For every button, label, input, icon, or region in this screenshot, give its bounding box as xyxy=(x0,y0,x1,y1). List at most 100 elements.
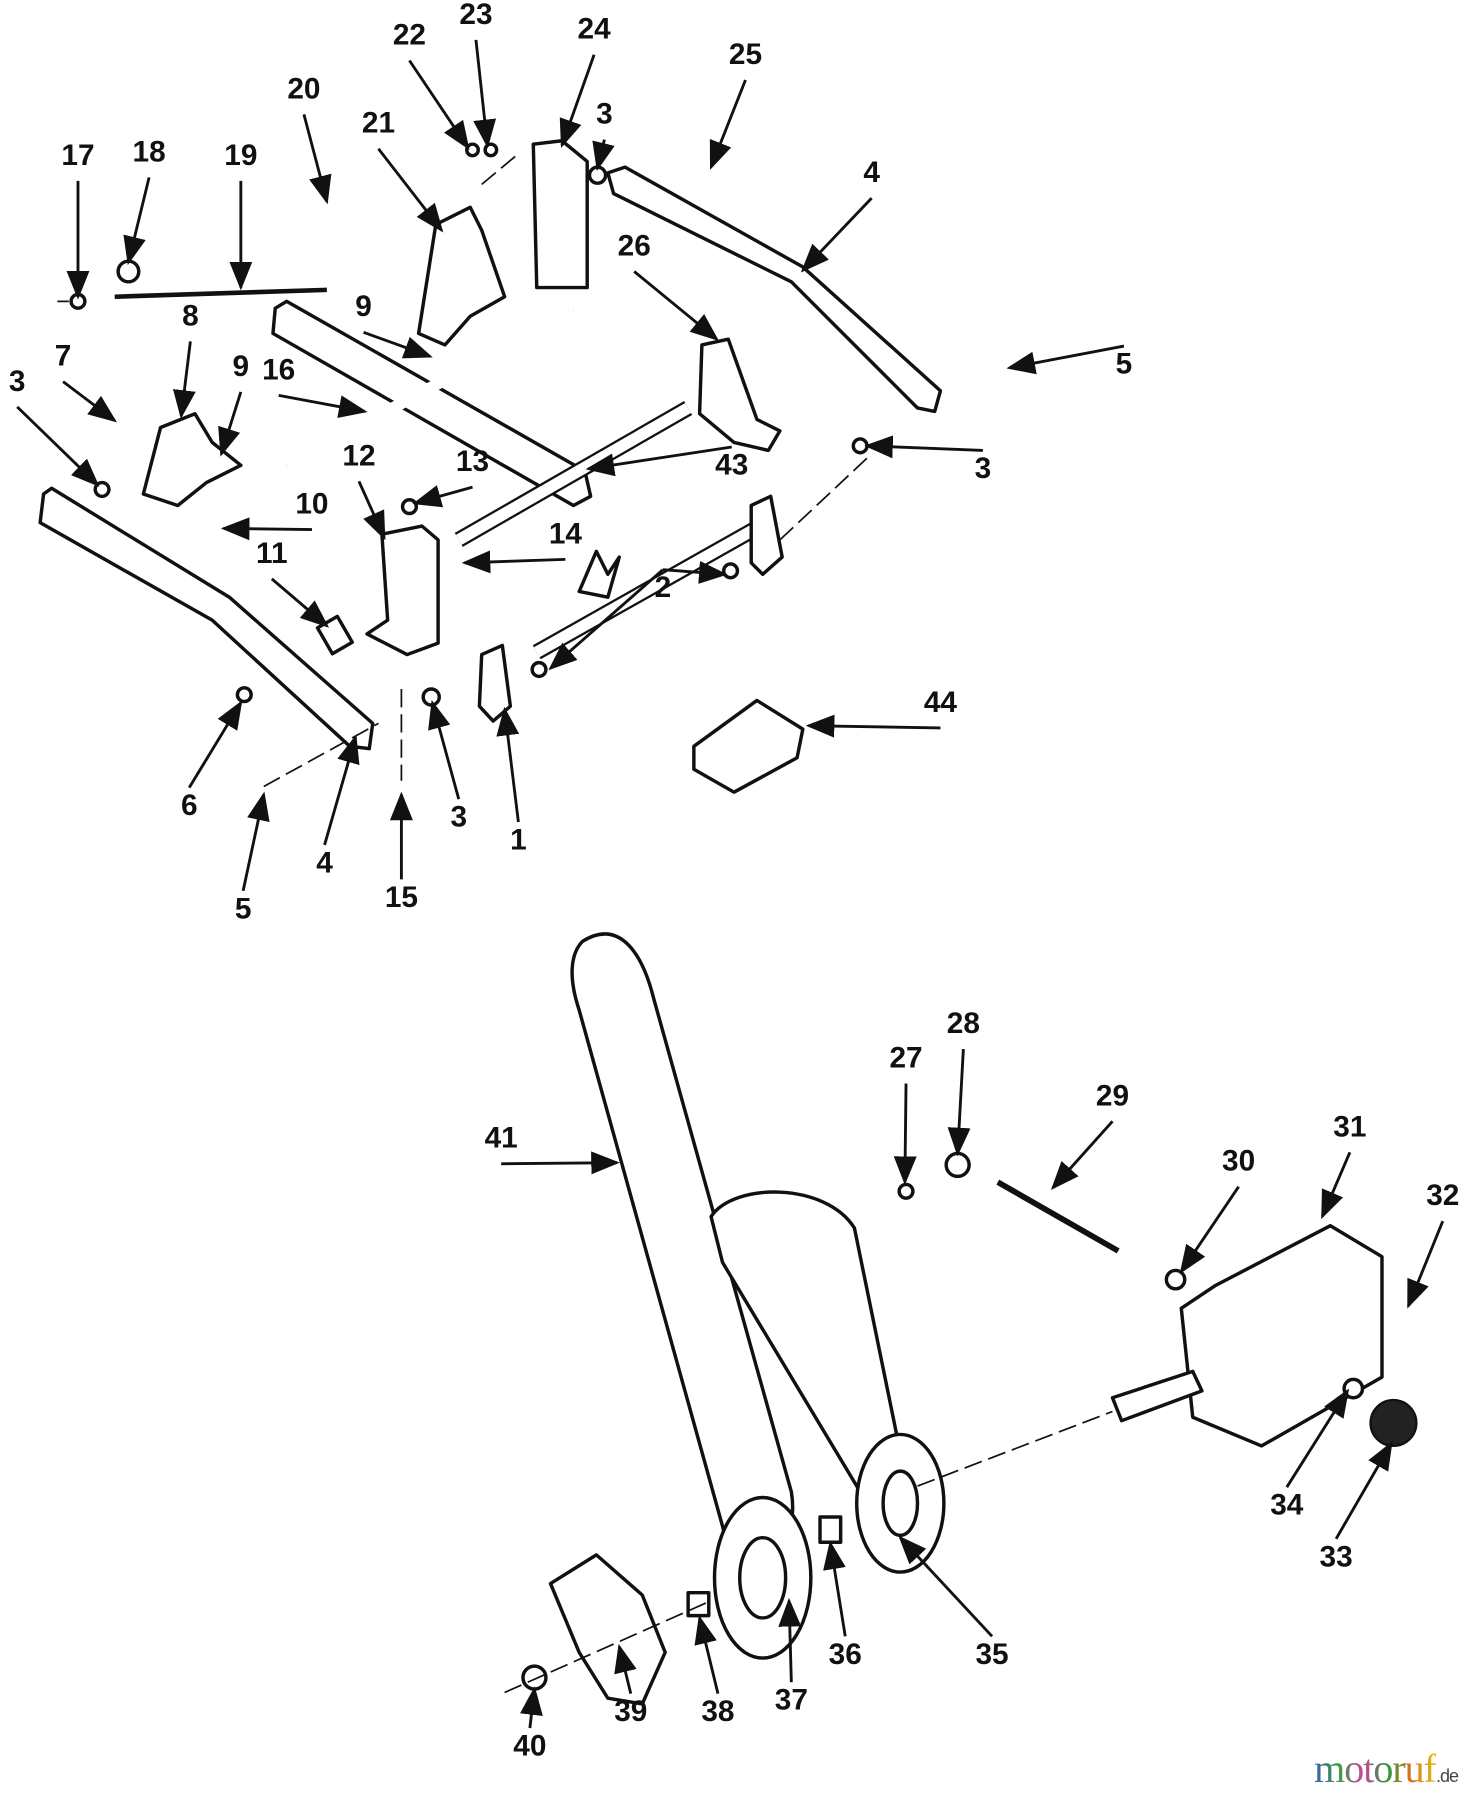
bracket-8 xyxy=(141,412,243,508)
leader-arrow xyxy=(218,391,243,457)
callout-12: 12 xyxy=(342,439,375,472)
callout-11: 11 xyxy=(256,537,288,570)
leader-arrow xyxy=(585,445,732,477)
callout-21: 21 xyxy=(362,107,395,140)
plate-end xyxy=(749,494,784,577)
watermark-tld: .de xyxy=(1435,1766,1459,1786)
leader-arrow xyxy=(520,1686,543,1729)
leader-arrow xyxy=(1050,1120,1114,1191)
leader-arrow xyxy=(357,480,386,541)
callout-33: 33 xyxy=(1320,1540,1353,1573)
bracket-44 xyxy=(692,698,805,794)
callout-23: 23 xyxy=(459,0,492,31)
leader-arrow xyxy=(614,1643,637,1694)
callout-38: 38 xyxy=(701,1695,734,1728)
callout-20: 20 xyxy=(287,72,320,105)
callout-22: 22 xyxy=(393,18,426,51)
callout-40: 40 xyxy=(513,1730,546,1763)
bracket-24 xyxy=(531,139,589,290)
leader-arrow xyxy=(62,380,117,423)
leader-arrow xyxy=(1407,1220,1445,1309)
callout-25: 25 xyxy=(729,38,762,71)
leader-arrow xyxy=(893,1083,917,1185)
callout-16: 16 xyxy=(262,353,295,386)
callout-31: 31 xyxy=(1333,1110,1366,1143)
leader-arrow xyxy=(412,485,473,508)
leader-arrow xyxy=(1285,1388,1350,1488)
callout-1: 1 xyxy=(510,824,527,857)
leader-arrow xyxy=(188,700,243,789)
leader-arrow xyxy=(805,714,941,738)
leader-arrow xyxy=(363,330,433,359)
bracket-26 xyxy=(697,337,782,453)
callout-24: 24 xyxy=(578,13,612,46)
callout-9: 9 xyxy=(233,350,250,383)
leader-arrow xyxy=(278,393,368,418)
callout-13: 13 xyxy=(456,445,489,478)
callout-4: 4 xyxy=(316,846,333,879)
leader-arrow xyxy=(800,197,873,273)
leader-arrow xyxy=(1334,1441,1393,1540)
callout-5: 5 xyxy=(1116,348,1133,381)
callout-14: 14 xyxy=(549,517,583,550)
callout-2: 2 xyxy=(655,571,672,604)
leader-arrow xyxy=(694,1615,720,1694)
watermark-brand: motoruf xyxy=(1314,1746,1437,1791)
callout-15: 15 xyxy=(385,881,418,914)
shaft-stub xyxy=(1110,1369,1204,1423)
callout-32: 32 xyxy=(1426,1179,1459,1212)
callout-5: 5 xyxy=(235,892,252,925)
callout-36: 36 xyxy=(829,1638,862,1671)
callout-9: 9 xyxy=(355,290,372,323)
bracket-12 xyxy=(365,524,440,657)
callout-3: 3 xyxy=(9,365,26,398)
callout-7: 7 xyxy=(55,340,72,373)
leader-arrow xyxy=(428,699,461,800)
callout-44: 44 xyxy=(924,686,958,719)
callout-3: 3 xyxy=(975,452,992,485)
leader-arrow xyxy=(501,1151,620,1175)
leader-arrow xyxy=(947,1049,971,1157)
callout-39: 39 xyxy=(614,1695,647,1728)
leader-arrow xyxy=(302,114,332,205)
callout-18: 18 xyxy=(133,135,166,168)
callout-10: 10 xyxy=(295,488,328,521)
callout-3: 3 xyxy=(596,98,613,131)
leader-arrow xyxy=(473,39,497,149)
yoke xyxy=(577,549,622,599)
leader-arrow xyxy=(172,341,196,419)
leader-arrow xyxy=(823,1540,847,1637)
leader-arrow xyxy=(496,706,520,823)
leader-arrow xyxy=(220,517,312,541)
callout-8: 8 xyxy=(182,299,199,332)
leader-arrow xyxy=(16,405,100,487)
lift-arm-right xyxy=(606,165,943,414)
callout-30: 30 xyxy=(1222,1145,1255,1178)
leader-arrow xyxy=(709,79,747,170)
callout-19: 19 xyxy=(224,139,257,172)
callout-41: 41 xyxy=(485,1122,518,1155)
callout-35: 35 xyxy=(975,1638,1008,1671)
callout-43: 43 xyxy=(715,449,748,482)
bracket-21 xyxy=(416,205,507,347)
callout-6: 6 xyxy=(181,789,198,822)
callout-26: 26 xyxy=(618,229,651,262)
callout-28: 28 xyxy=(947,1007,980,1040)
leader-arrow xyxy=(323,734,360,846)
callout-17: 17 xyxy=(61,139,94,172)
leader-arrow xyxy=(408,59,470,151)
leader-arrow xyxy=(1179,1185,1240,1274)
leader-arrow xyxy=(662,560,728,584)
crossbar xyxy=(271,299,593,508)
leader-arrow xyxy=(377,147,444,233)
callout-27: 27 xyxy=(889,1041,922,1074)
watermark: motoruf.de xyxy=(1314,1745,1459,1792)
callout-34: 34 xyxy=(1270,1489,1304,1522)
lift-arm-left xyxy=(38,486,375,751)
leader-arrow xyxy=(270,577,330,628)
callout-3: 3 xyxy=(450,801,467,834)
leader-arrow xyxy=(633,270,720,341)
